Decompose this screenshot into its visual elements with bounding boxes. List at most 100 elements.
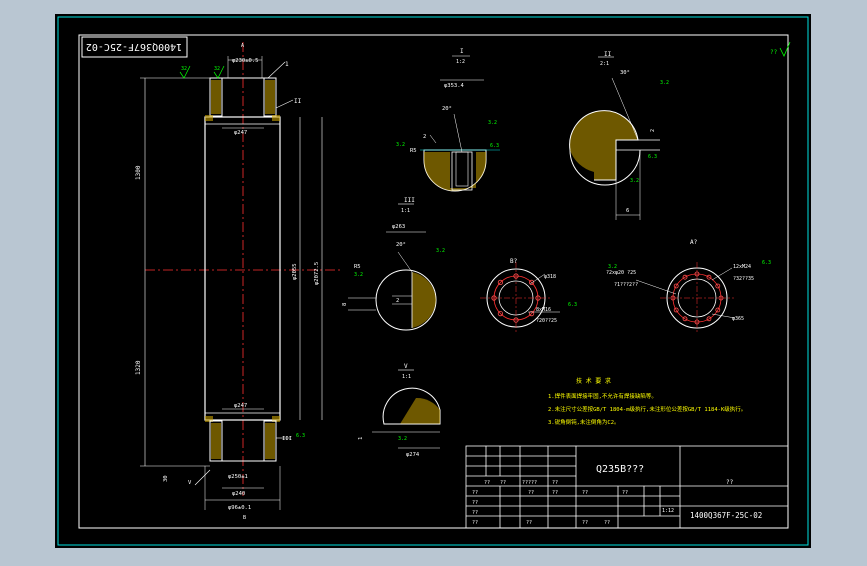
view-a-left-dim: ?2xφ20 ?25 [606,270,636,276]
view-b [480,262,560,334]
view-b-dia: φ318 [544,274,556,280]
title-cell: ?? [472,510,478,516]
roughness-symbol-icon [213,65,225,79]
view-b-note: ?20??25 [536,318,557,324]
title-block [465,445,789,529]
inner-frame [78,34,789,529]
label-a-top: A [241,43,244,49]
detail-ii-title: II [604,51,612,58]
detail-iii-dim-top: φ263 [392,224,405,230]
title-cell: ?? [528,490,534,496]
title-scale: 1:12 [662,508,674,514]
view-a-title: A? [690,239,698,246]
notes-line-1: 1.焊件表面焊接牢固,不允许有焊接缺陷等。 [548,392,657,400]
title-cell: ?? [484,480,490,486]
detail-i-roughness-b: 6.3 [490,143,499,149]
detail-iii-scale: 1:1 [401,208,410,214]
detail-v-title: V [404,363,408,370]
label-detail-iii: III [282,436,292,442]
roughness-top-mid: 32 [214,66,220,72]
title-cell: ?? [526,520,532,526]
label-detail-ii: II [294,98,302,105]
detail-iii-dim-2: 2 [396,298,399,304]
detail-i-scale: 1:2 [456,59,465,65]
dim-length-upper: 1300 [135,165,142,180]
title-cell: ?? [472,490,478,496]
view-a-holes-note: ?32??35 [733,276,754,282]
roughness-main-right: 6.3 [296,433,305,439]
main-view [140,42,340,510]
dim-dia-outer: φ2072.5 [314,262,320,285]
detail-iii-roughness-b: 3.2 [354,272,363,278]
dim-bottom-small: φ240 [232,491,245,497]
detail-ii-dim-6: 6 [626,208,629,214]
title-material: Q235B??? [596,464,644,475]
view-a [635,262,736,334]
detail-v-dim-1: 1 [358,437,364,440]
dim-inner-bottom: φ247 [234,403,247,409]
view-b-holes: 8xM16 [536,307,551,313]
dim-top-bore: φ230±0.5 [232,58,259,64]
title-cell: ?? [552,490,558,496]
detail-iii-dim-8: 8 [342,303,348,306]
detail-iii-title: III [404,197,415,204]
detail-i-dim-top: φ353.4 [444,83,465,89]
roughness-top-left: 32 [181,66,187,72]
label-detail-i: 1 [285,61,289,68]
detail-ii-scale: 2:1 [600,61,609,67]
detail-ii [569,56,660,220]
detail-iii [348,203,437,331]
title-cell: ?? [582,520,588,526]
detail-v-dia: φ274 [406,452,420,458]
view-a-dia: φ365 [732,316,744,322]
view-b-title: B? [510,258,518,265]
detail-iii-angle: 20° [396,242,406,248]
notes-heading: 技 术 要 求 [576,377,611,385]
title-cell: ?? [582,490,588,496]
detail-i [420,55,500,192]
svg-text:1400Q367F-25C-02: 1400Q367F-25C-02 [86,41,182,52]
roughness-symbol-icon [779,41,791,57]
detail-ii-roughness: 3.2 [660,80,669,86]
view-a-roughness: 6.3 [762,260,771,266]
detail-ii-dim-2: 2 [650,129,656,132]
view-a-holes: 12xM24 [733,264,751,270]
label-view-v: V [188,480,192,486]
detail-iii-radius: R5 [354,264,361,270]
title-company: ?? [726,479,734,486]
detail-ii-angle: 30° [620,70,630,76]
detail-i-roughness: 3.2 [396,142,405,148]
roughness-symbol-icon [179,65,191,79]
title-cell: ?? [500,480,506,486]
view-a-roughness-b: 3.2 [608,264,617,270]
detail-iii-roughness: 3.2 [436,248,445,254]
title-cell: ?? [604,520,610,526]
dim-bottom-width: φ96±0.1 [228,505,251,511]
detail-v [372,369,441,449]
title-cell: ?? [622,490,628,496]
title-cell: ?? [472,520,478,526]
view-b-roughness: 6.3 [568,302,577,308]
roughness-overall: ?? [770,49,778,56]
detail-i-radius: R5 [410,148,417,154]
label-b-bottom: B [243,515,246,521]
dim-length-lower: 1320 [135,360,142,375]
dim-dia-main: φ2055 [292,263,298,280]
title-cell: ????? [522,480,537,486]
rotated-code-box: 1400Q367F-25C-02 [81,36,188,58]
detail-i-roughness-c: 3.2 [488,120,497,126]
dim-bottom-bore: φ250±1 [228,474,248,480]
detail-i-title: I [460,48,464,55]
detail-i-dim-2: 2 [423,134,426,140]
detail-v-roughness: 3.2 [398,436,407,442]
detail-ii-roughness-b: 6.3 [648,154,657,160]
title-drawing-number: 1400Q367F-25C-02 [690,511,762,520]
detail-i-angle: 20° [442,106,452,112]
dim-inner-top: φ247 [234,130,247,136]
title-cell: ?? [472,500,478,506]
notes-line-3: 3.锐角倒钝,未注倒角为C2。 [548,418,620,426]
notes-line-2: 2.未注尺寸公差按GB/T 1804-m级执行,未注形位公差按GB/T 1184… [548,405,746,413]
detail-ii-roughness-c: 3.2 [630,178,639,184]
outer-frame [57,16,809,546]
